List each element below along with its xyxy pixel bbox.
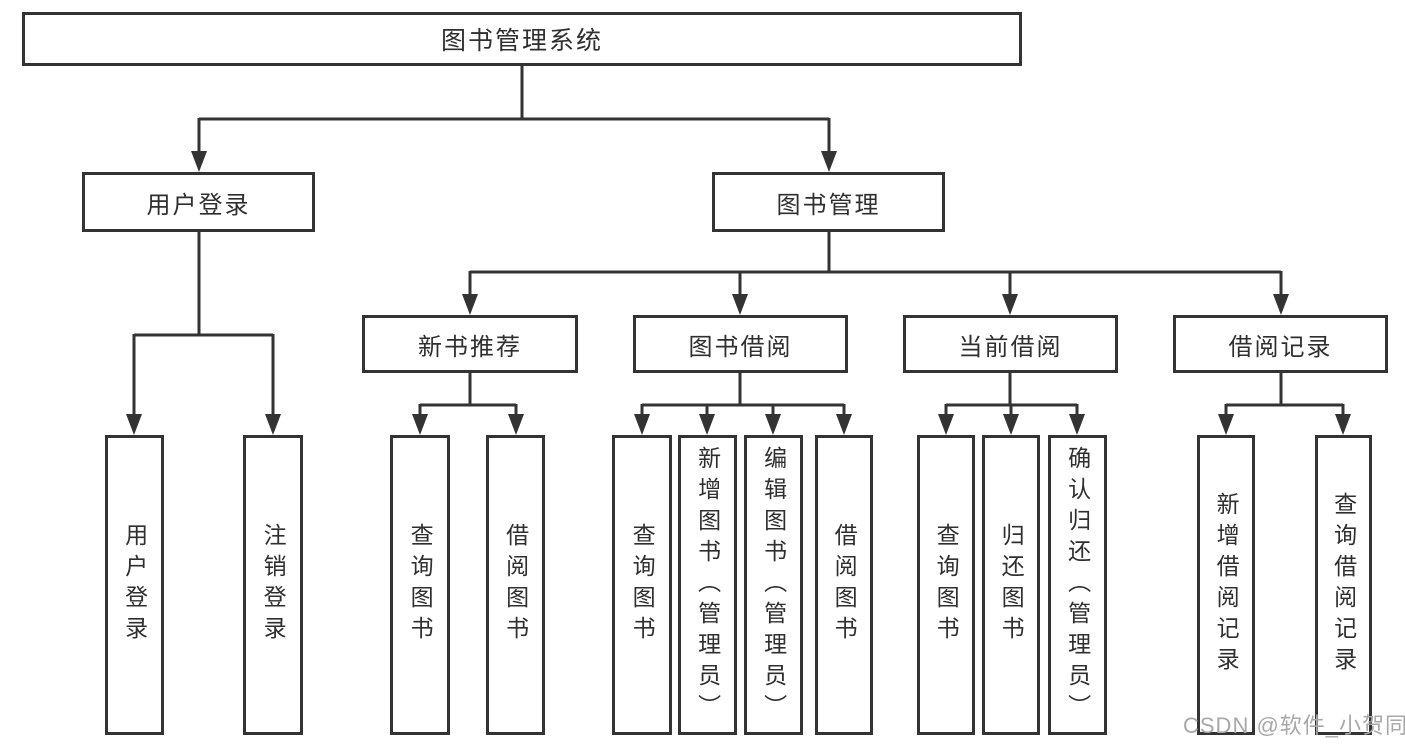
node-borrowing-borrow-books-label: 借阅图书 xyxy=(831,523,858,647)
node-recommend-query-books-label: 查询图书 xyxy=(407,523,434,647)
node-return-books-label: 归还图书 xyxy=(998,523,1025,647)
node-book-borrowing-label: 图书借阅 xyxy=(688,333,793,361)
node-book-management-label: 图书管理 xyxy=(776,191,881,219)
node-confirm-return-admin: 确认归还（管理员） xyxy=(1048,435,1107,735)
node-recommend-query-books: 查询图书 xyxy=(390,435,450,735)
node-new-book-recommend-label: 新书推荐 xyxy=(418,333,522,361)
node-book-management: 图书管理 xyxy=(712,172,945,232)
node-add-books-admin-label: 新增图书（管理员） xyxy=(694,445,721,725)
node-confirm-return-admin-label: 确认归还（管理员） xyxy=(1064,445,1091,725)
node-library-system: 图书管理系统 xyxy=(22,12,1022,66)
node-user-login-action: 用户登录 xyxy=(105,435,164,735)
node-add-borrow-record: 新增借阅记录 xyxy=(1197,435,1255,735)
node-edit-books-admin: 编辑图书（管理员） xyxy=(744,435,803,735)
node-recommend-borrow-books: 借阅图书 xyxy=(486,435,545,735)
node-borrowing-records-label: 借阅记录 xyxy=(1228,333,1333,361)
node-library-system-label: 图书管理系统 xyxy=(440,27,603,55)
node-borrowing-borrow-books: 借阅图书 xyxy=(815,435,873,735)
node-logout-action: 注销登录 xyxy=(243,435,303,735)
node-query-borrow-record-label: 查询借阅记录 xyxy=(1330,492,1357,678)
node-add-books-admin: 新增图书（管理员） xyxy=(678,435,737,735)
node-add-borrow-record-label: 新增借阅记录 xyxy=(1213,492,1240,678)
node-user-login-action-label: 用户登录 xyxy=(121,523,148,647)
node-recommend-borrow-books-label: 借阅图书 xyxy=(502,523,529,647)
node-user-login-label: 用户登录 xyxy=(146,191,251,219)
node-current-borrowing: 当前借阅 xyxy=(903,315,1118,373)
node-return-books: 归还图书 xyxy=(982,435,1040,735)
node-borrowing-query-books: 查询图书 xyxy=(612,435,672,735)
node-book-borrowing: 图书借阅 xyxy=(633,315,848,373)
node-borrowing-records: 借阅记录 xyxy=(1173,315,1388,373)
node-current-borrowing-label: 当前借阅 xyxy=(958,333,1063,361)
node-borrowing-query-books-label: 查询图书 xyxy=(629,523,656,647)
node-user-login: 用户登录 xyxy=(82,172,315,232)
node-new-book-recommend: 新书推荐 xyxy=(362,315,578,373)
node-query-borrow-record: 查询借阅记录 xyxy=(1315,435,1372,735)
node-edit-books-admin-label: 编辑图书（管理员） xyxy=(760,445,787,725)
node-logout-action-label: 注销登录 xyxy=(260,523,287,647)
node-current-query-books-label: 查询图书 xyxy=(933,523,960,647)
node-current-query-books: 查询图书 xyxy=(917,435,975,735)
csdn-watermark: CSDN @软件_小贺同学 xyxy=(1183,713,1405,738)
